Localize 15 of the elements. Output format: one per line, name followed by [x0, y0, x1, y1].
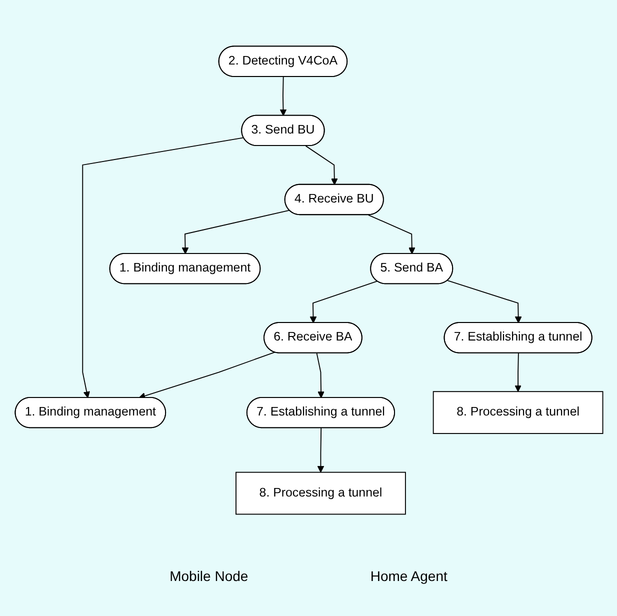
- node-box: 8. Processing a tunnel: [432, 390, 603, 434]
- arrow: [181, 210, 290, 254]
- arrow: [304, 145, 338, 185]
- node-box: 8. Processing a tunnel: [235, 472, 406, 514]
- arrow: [309, 280, 378, 323]
- arrow: [316, 427, 324, 472]
- lane-label: Home Agent: [370, 568, 448, 584]
- lane-label: Mobile Node: [170, 568, 248, 584]
- arrow: [446, 280, 522, 323]
- arrow: [138, 352, 274, 399]
- arrow: [279, 76, 286, 116]
- arrow: [514, 352, 521, 392]
- arrow: [368, 214, 415, 254]
- arrow: [316, 352, 324, 398]
- arrow: [82, 136, 244, 398]
